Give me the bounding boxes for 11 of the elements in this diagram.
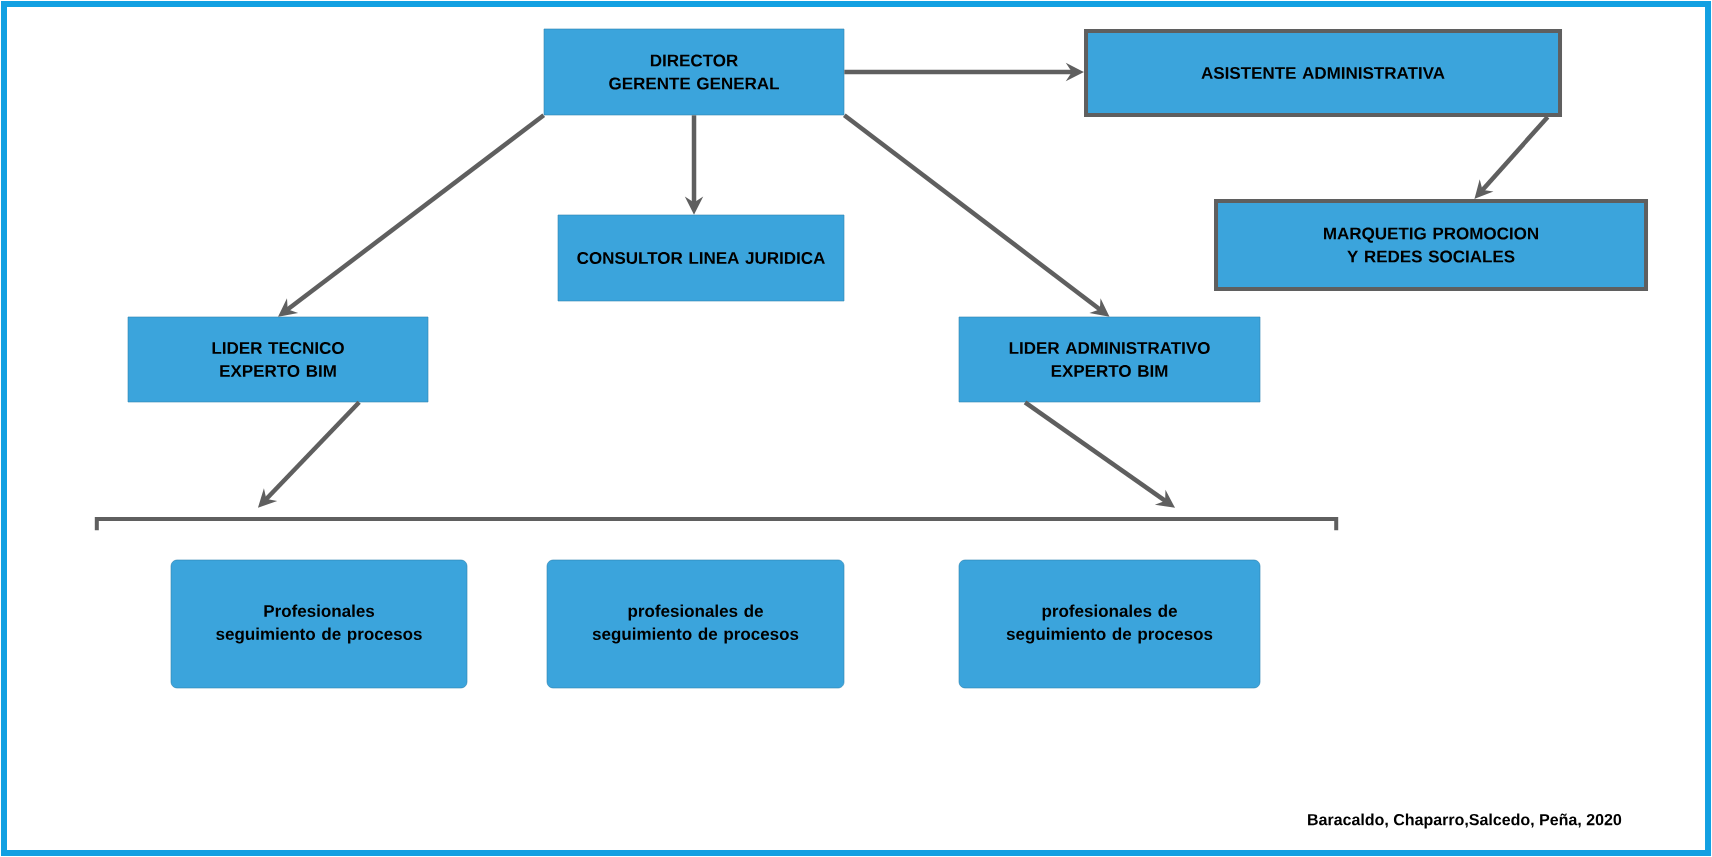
rounded-box: profesionales de seguimiento de procesos — [546, 559, 845, 689]
caption: Baracaldo, Chaparro,Salcedo, Peña, 2020 — [1308, 813, 1622, 829]
org-box: LIDER ADMINISTRATIVO EXPERTO BIM — [958, 316, 1261, 403]
org-box: MARQUETIG PROMOCION Y REDES SOCIALES — [1214, 199, 1648, 291]
org-box: CONSULTOR LINEA JURIDICA — [557, 214, 845, 302]
rounded-box: Profesionales seguimiento de procesos — [170, 559, 468, 689]
org-box: ASISTENTE ADMINISTRATIVA — [1084, 29, 1562, 117]
org-box: DIRECTOR GERENTE GENERAL — [543, 28, 845, 116]
rounded-box: profesionales de seguimiento de procesos — [958, 559, 1261, 689]
bracket-bar — [94, 517, 1339, 531]
org-box: LIDER TECNICO EXPERTO BIM — [127, 316, 429, 403]
